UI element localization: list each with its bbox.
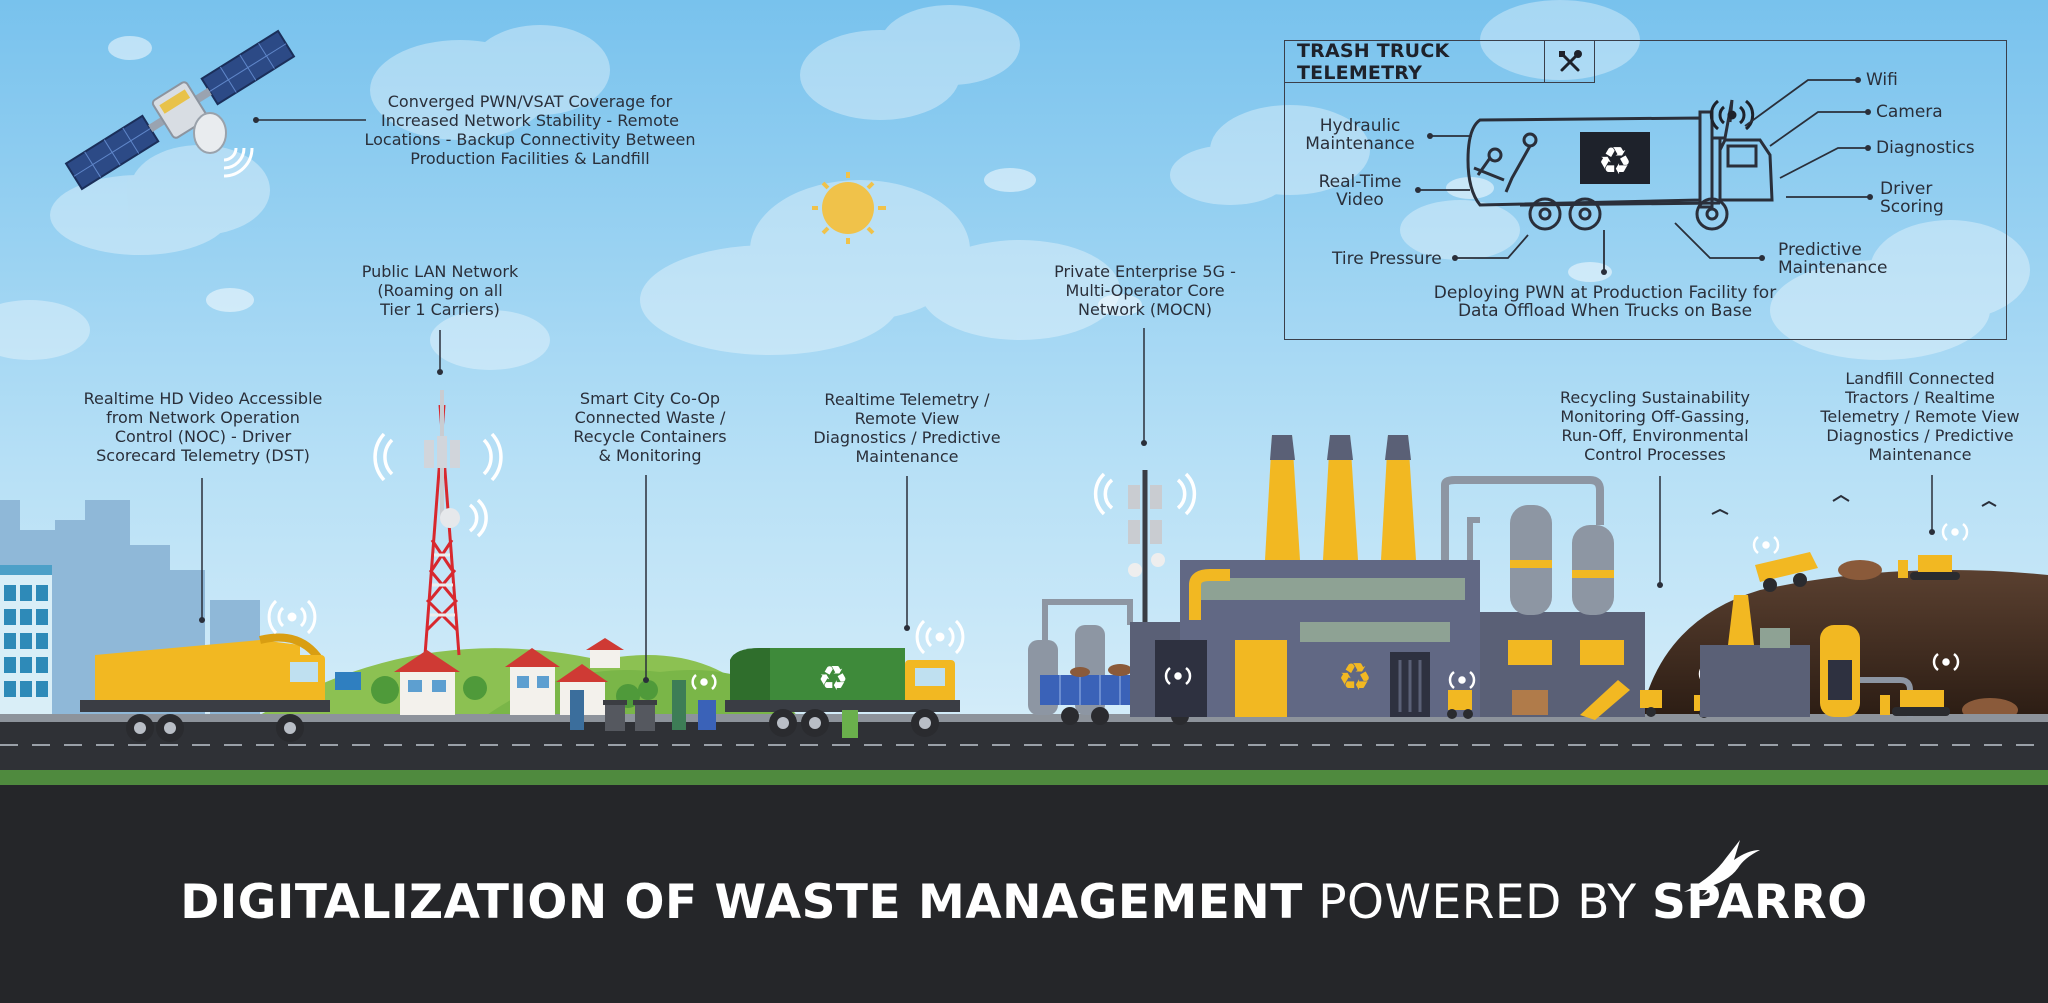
footer-brand: SPARRO [1652, 875, 1868, 930]
grass-strip [0, 770, 2048, 785]
sidewalk [0, 714, 2048, 722]
telemetry-wifi: Wifi [1866, 70, 1898, 90]
footer-powered-by: POWERED BY [1318, 875, 1637, 930]
trash-truck-line-drawing [1466, 99, 1774, 231]
satellite-coverage-label: Converged PWN/VSAT Coverage for Increase… [364, 92, 696, 168]
svg-text:♻: ♻ [1338, 655, 1372, 699]
satellite-icon [64, 29, 296, 191]
telemetry-deploying: Deploying PWN at Production Facility for… [1433, 283, 1777, 321]
private-5g-label: Private Enterprise 5G - Multi-Operator C… [1054, 262, 1236, 319]
telemetry-camera: Camera [1876, 102, 1943, 122]
wireless-signal-icon [267, 599, 317, 635]
office-building [0, 565, 52, 715]
telemetry-predictive: Predictive Maintenance [1778, 240, 1888, 278]
cell-tower-public [423, 390, 461, 656]
landfill-plant [1700, 595, 1913, 717]
realtime-telemetry-label: Realtime Telemetry / Remote View Diagnos… [813, 390, 1001, 466]
telemetry-driver: Driver Scoring [1880, 179, 1944, 217]
hd-video-label: Realtime HD Video Accessible from Networ… [83, 389, 323, 465]
telemetry-leaders [1418, 79, 1870, 272]
telemetry-header: TRASH TRUCK TELEMETRY [1285, 39, 1595, 84]
telemetry-video: Real-Time Video [1318, 172, 1402, 210]
cell-tower-private [1128, 470, 1165, 625]
footer-headline: DIGITALIZATION OF WASTE MANAGEMENT POWER… [0, 875, 2048, 930]
telemetry-hydraulic: Hydraulic Maintenance [1305, 116, 1415, 154]
recycling-label: Recycling Sustainability Monitoring Off-… [1560, 388, 1750, 464]
smart-bins [570, 680, 716, 731]
sparrow-bird-icon [1684, 840, 1760, 896]
telemetry-title: TRASH TRUCK TELEMETRY [1297, 39, 1450, 84]
telemetry-tire: Tire Pressure [1332, 249, 1442, 269]
yellow-truck-left [80, 633, 361, 742]
truck-wifi-icon [1709, 99, 1755, 131]
birds [1711, 494, 1997, 515]
green-garbage-truck: ♻ [725, 648, 960, 738]
footer-bold-text: DIGITALIZATION OF WASTE MANAGEMENT [180, 875, 1303, 930]
landfill-label: Landfill Connected Tractors / Realtime T… [1820, 369, 2020, 464]
clouds [0, 0, 2030, 370]
footer-banner [0, 785, 2048, 1003]
sun-icon [812, 172, 886, 244]
svg-text:♻: ♻ [818, 659, 848, 699]
bulldozers [1755, 552, 1960, 716]
houses [394, 638, 624, 715]
smart-city-label: Smart City Co-Op Connected Waste / Recyc… [573, 389, 727, 465]
wrench-screwdriver-icon [1544, 40, 1594, 83]
recycle-icon: ♻ [1598, 139, 1632, 183]
factory: ♻ [1130, 435, 1645, 717]
telemetry-diagnostics: Diagnostics [1876, 138, 1975, 158]
public-lan-label: Public LAN Network (Roaming on all Tier … [361, 262, 519, 319]
trash-truck-telemetry-panel: TRASH TRUCK TELEMETRY [1284, 40, 2007, 340]
